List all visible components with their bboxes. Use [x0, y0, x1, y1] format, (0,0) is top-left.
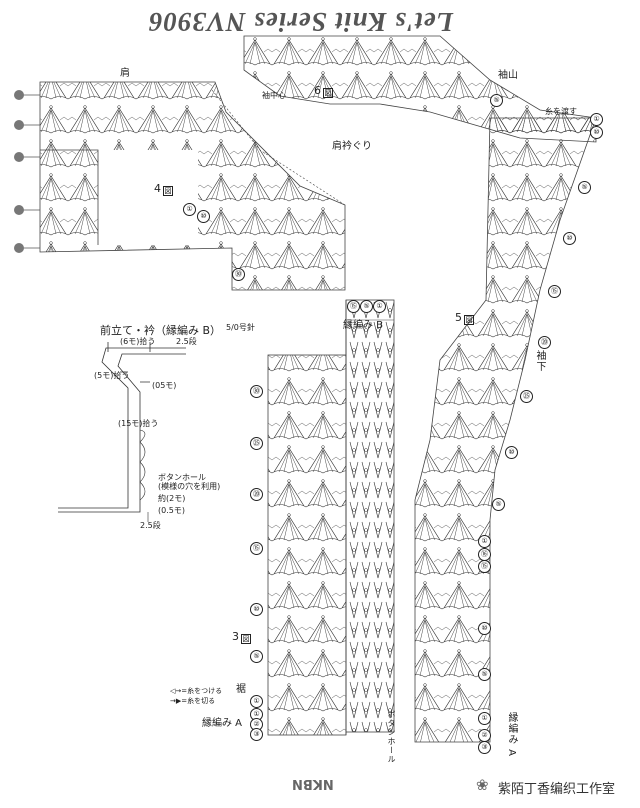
- label-edge-a-right: 縁編み A: [506, 712, 517, 758]
- row-number: ㉚: [232, 268, 245, 281]
- row-number: ㉕: [520, 390, 533, 403]
- label-front-edge: 縁編み B: [343, 320, 384, 331]
- binder-hole: [14, 90, 24, 100]
- sleeve-panel: [414, 117, 597, 743]
- binder-hole: [14, 243, 24, 253]
- schematic-r25: 2.5段: [176, 337, 197, 346]
- schematic-m5a: (5モ)拾う: [94, 371, 130, 380]
- front-panel: [267, 354, 347, 736]
- schematic-bh-note: (模様の穴を利用): [158, 482, 221, 491]
- row-number: ⑩: [197, 210, 210, 223]
- row-number: ①: [373, 300, 386, 313]
- label-shoulder: 肩: [120, 68, 130, 79]
- label-buttonhole: ボタンホール: [387, 710, 396, 764]
- row-number: ⑩: [563, 232, 576, 245]
- binder-hole: [14, 205, 24, 215]
- schematic-m5b: (05モ): [152, 381, 177, 390]
- schematic-title: 前立て・衿（縁編み B）: [100, 324, 222, 337]
- row-number: ⑮: [478, 560, 491, 573]
- row-number: ⑩: [505, 446, 518, 459]
- label-back-neck: 肩衿ぐり: [332, 141, 372, 152]
- binder-hole: [14, 152, 24, 162]
- label-center: 袖中心: [262, 91, 286, 100]
- row-number: ⑳: [538, 336, 551, 349]
- series-title: Let's Knit Series NV3906: [148, 7, 454, 37]
- row-number: ⑤: [250, 650, 263, 663]
- legend-join: ◁→=糸をつける: [170, 687, 223, 695]
- row-number: ㉕: [250, 437, 263, 450]
- row-number: ⑤: [490, 94, 503, 107]
- schematic-m05: (0.5モ): [158, 506, 185, 515]
- row-number: ⑳: [250, 488, 263, 501]
- row-number: ①: [250, 695, 263, 708]
- label-hem: 裾: [236, 684, 246, 695]
- label-sleeve-under: 袖下: [534, 350, 545, 372]
- back-armhole-cut: [98, 150, 198, 245]
- row-number: ⑤: [478, 668, 491, 681]
- row-number: ①: [478, 712, 491, 725]
- legend-cut: →▶=糸を切る: [170, 697, 216, 705]
- schematic-r25b: 2.5段: [140, 521, 161, 530]
- row-number: ⑩: [590, 126, 603, 139]
- schematic-m15: (15モ)拾う: [118, 419, 159, 428]
- wechat-icon: ❀: [476, 776, 489, 794]
- row-number: ⑮: [548, 285, 561, 298]
- row-number: ⑮: [250, 542, 263, 555]
- row-number: ⑮: [347, 300, 360, 313]
- row-number: ①: [590, 113, 603, 126]
- row-number: ⑩: [478, 622, 491, 635]
- row-number: ①: [183, 203, 196, 216]
- row-number: ③: [250, 728, 263, 741]
- watermark-text: 紫陌丁香编织工作室: [498, 782, 616, 797]
- label-yarn-join: 糸を渡す: [545, 107, 577, 116]
- label-sleeve-top: 袖山: [498, 70, 518, 81]
- row-number: ③: [478, 741, 491, 754]
- placket-schematic: [58, 342, 186, 522]
- row-number: ⑤: [578, 181, 591, 194]
- schematic-m6: (6モ)拾う: [120, 337, 156, 346]
- row-number: ⑤: [360, 300, 373, 313]
- schematic-m2: 約(2モ): [158, 494, 186, 503]
- label-edge-a: 縁編み A: [202, 718, 243, 729]
- schematic-hook: 5/0号針: [226, 323, 255, 332]
- row-number: ㉚: [250, 385, 263, 398]
- row-number: ①: [478, 535, 491, 548]
- binder-hole: [14, 120, 24, 130]
- front-band: [345, 299, 395, 733]
- row-number: ⑤: [492, 498, 505, 511]
- row-number: ⑩: [250, 603, 263, 616]
- schematic-buttonhole: ボタンホール: [158, 473, 206, 482]
- publisher-mark: NKBN: [292, 776, 334, 791]
